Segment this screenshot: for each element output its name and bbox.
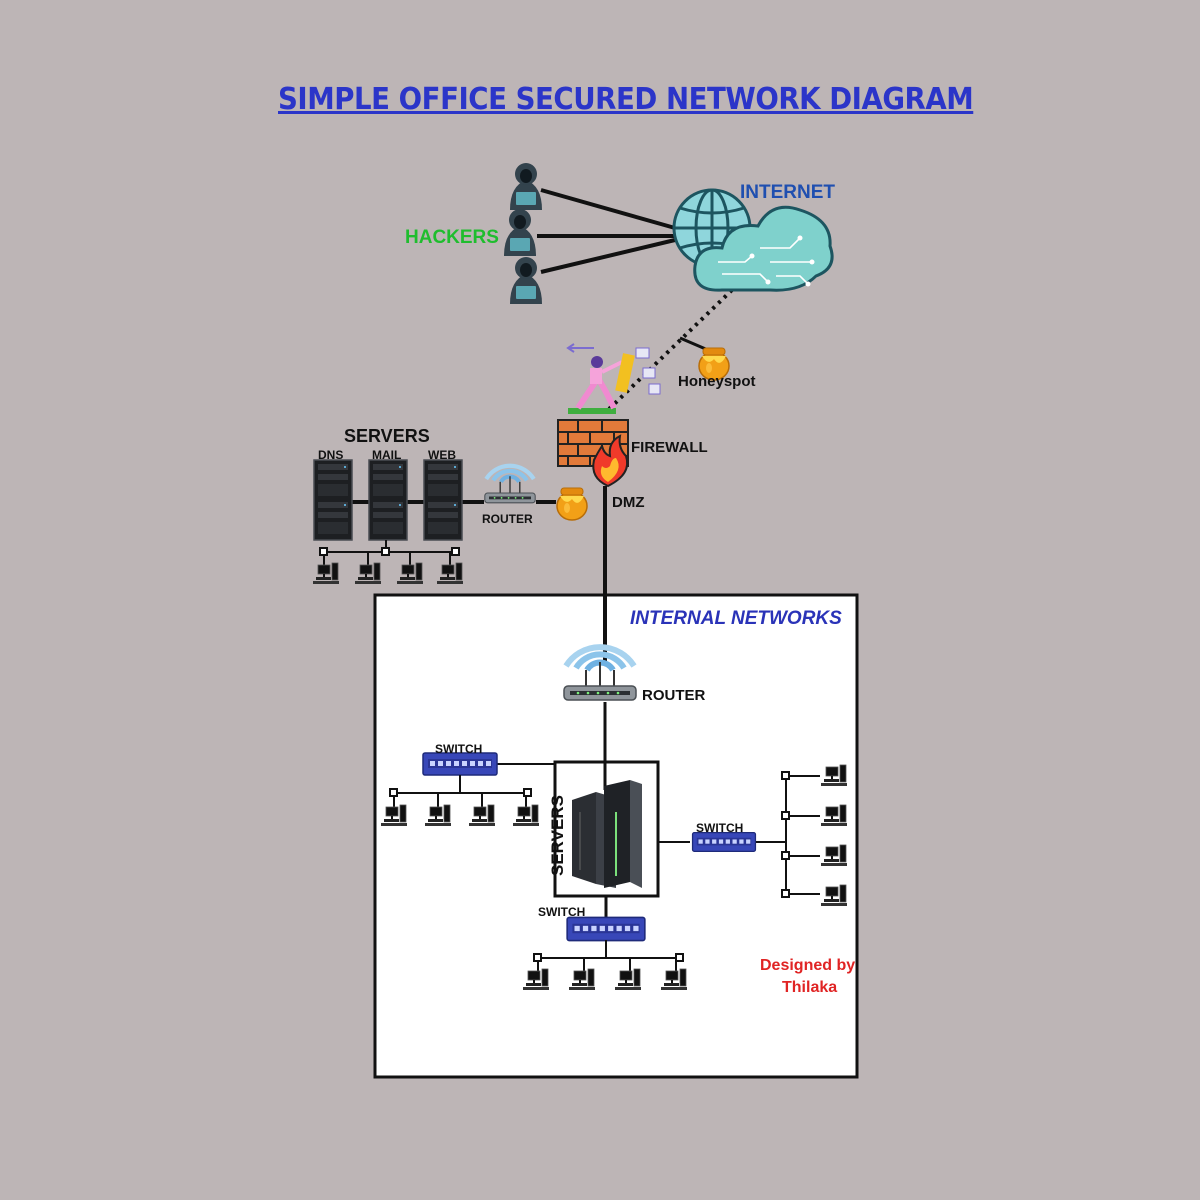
hacker-icon bbox=[510, 163, 542, 210]
internet-label: INTERNET bbox=[740, 182, 835, 203]
hacker-links bbox=[537, 188, 676, 274]
dmz-client-bus bbox=[319, 540, 460, 566]
bottom-client-bus bbox=[533, 940, 684, 972]
credit-line-2: Thilaka bbox=[782, 979, 838, 996]
honeypot-label: Honeyspot bbox=[678, 373, 756, 390]
firewall-icon bbox=[557, 419, 629, 488]
right-switch-label: SWITCH bbox=[696, 821, 744, 835]
mail-label: MAIL bbox=[372, 448, 402, 462]
hacker-icon bbox=[504, 209, 536, 256]
dns-server-icon bbox=[313, 459, 353, 541]
internal-servers-label: SERVERS bbox=[548, 795, 567, 876]
left-switch-icon bbox=[422, 752, 498, 776]
firewall-label: FIREWALL bbox=[631, 439, 708, 456]
dns-label: DNS bbox=[318, 448, 344, 462]
dmz-client-pc-icon bbox=[354, 562, 382, 585]
dmz-servers-title: SERVERS bbox=[344, 426, 430, 446]
bottom-switch-icon bbox=[566, 916, 646, 942]
right-switch-icon bbox=[691, 832, 757, 852]
dmz-client-pc-icon bbox=[436, 562, 464, 585]
dmz-router-label: ROUTER bbox=[482, 512, 533, 526]
hacker-icon bbox=[510, 257, 542, 304]
dmz-client-pc-icon bbox=[312, 562, 340, 585]
diagram-title: SIMPLE OFFICE SECURED NETWORK DIAGRAM bbox=[278, 82, 974, 117]
left-client-bus bbox=[389, 775, 532, 808]
mail-server-icon bbox=[368, 459, 408, 541]
dmz-router-icon bbox=[485, 466, 535, 503]
hackers-label: HACKERS bbox=[405, 227, 499, 248]
defender-icon bbox=[566, 343, 661, 414]
right-client-bus bbox=[756, 771, 820, 898]
dmz-client-pc-icon bbox=[396, 562, 424, 585]
internal-router-label: ROUTER bbox=[642, 687, 706, 704]
dmz-honeypot-icon bbox=[556, 487, 588, 521]
cloud-icon bbox=[693, 205, 834, 292]
dmz-label: DMZ bbox=[612, 494, 645, 511]
bottom-switch-label: SWITCH bbox=[538, 905, 586, 919]
honeypot-link bbox=[679, 336, 709, 352]
web-label: WEB bbox=[428, 448, 456, 462]
internal-networks-title: INTERNAL NETWORKS bbox=[630, 608, 842, 629]
web-server-icon bbox=[423, 459, 463, 541]
left-switch-label: SWITCH bbox=[435, 742, 483, 756]
internal-servers-icon bbox=[572, 780, 642, 888]
credit-line-1: Designed by bbox=[760, 957, 856, 974]
